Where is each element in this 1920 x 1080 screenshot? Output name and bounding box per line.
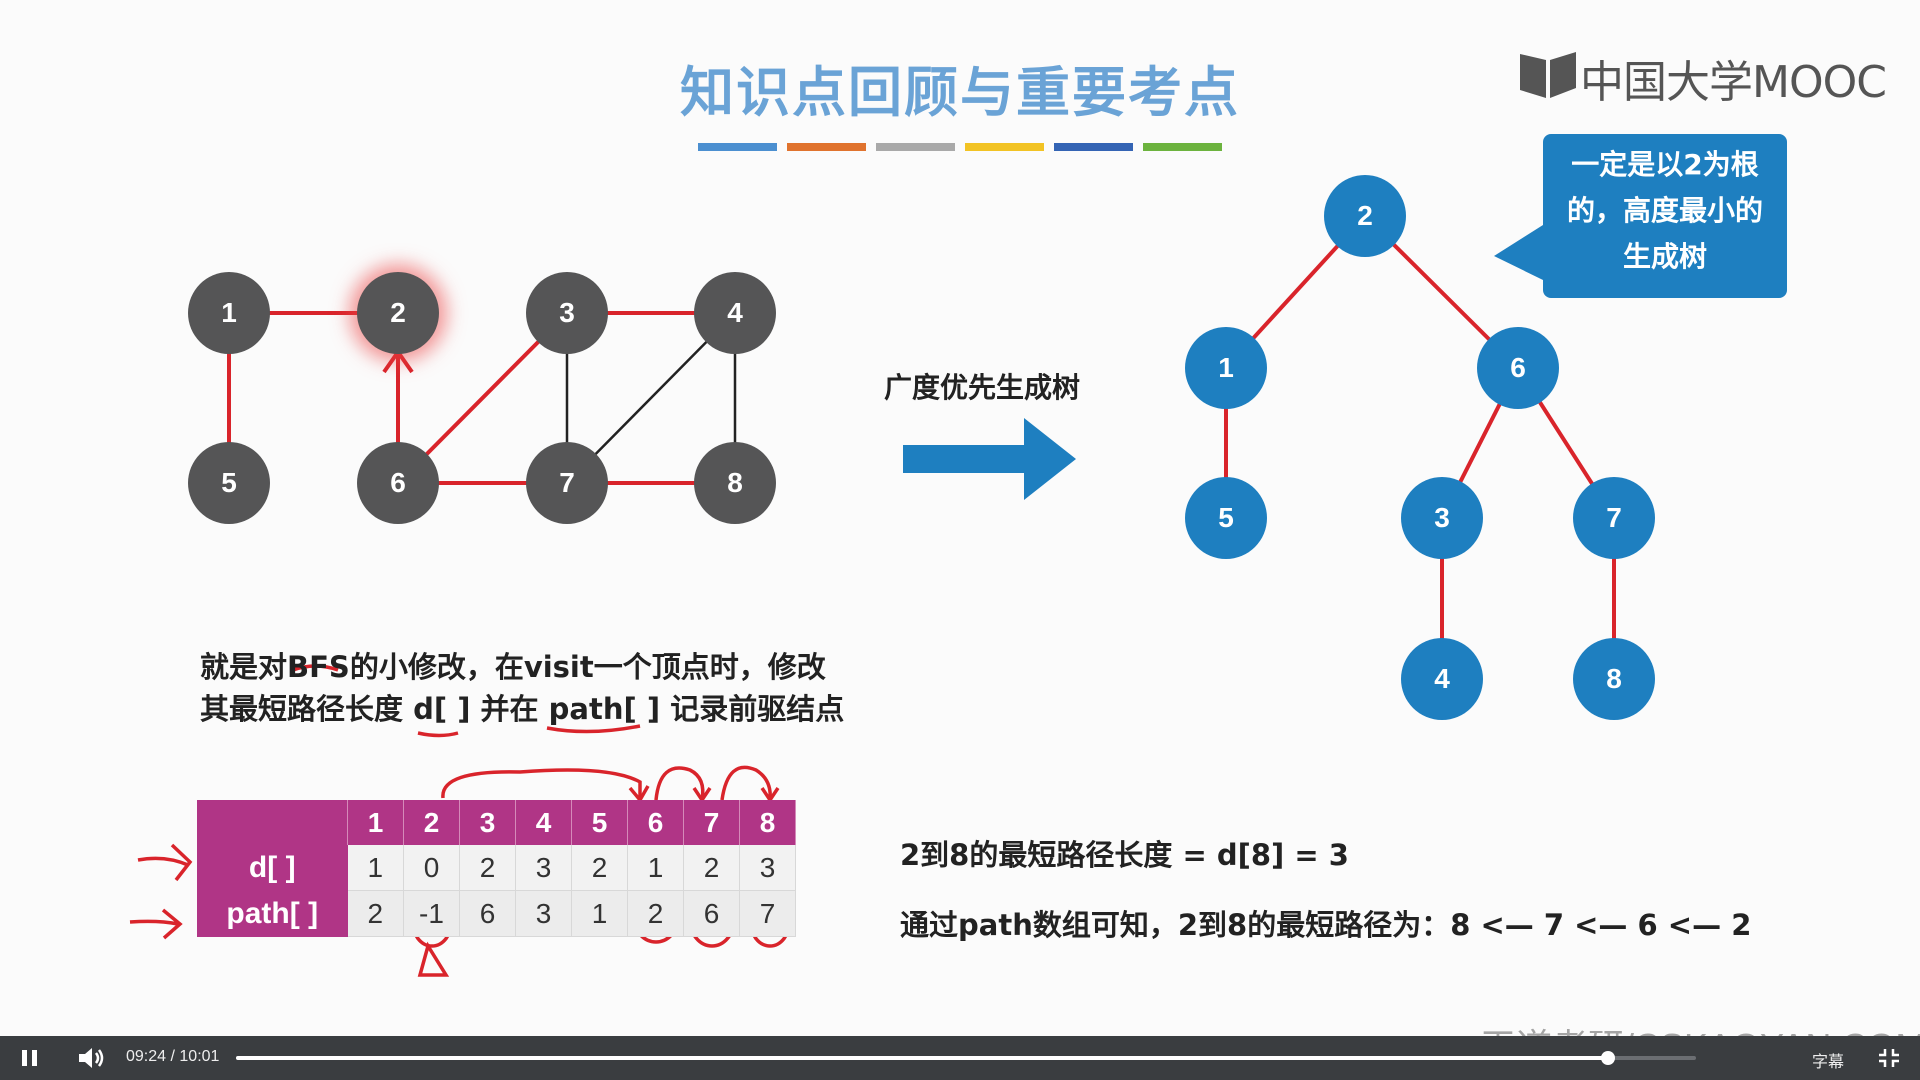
pause-icon[interactable] <box>18 1044 42 1072</box>
table-cell: 6 <box>683 890 740 937</box>
tree-node-5: 5 <box>1185 477 1267 559</box>
table-row-path: path[ ] 2 -1 6 3 1 2 6 7 <box>197 890 796 937</box>
progress-knob[interactable] <box>1601 1051 1616 1065</box>
progress-track[interactable] <box>236 1051 1696 1065</box>
table-cell: 1 <box>571 890 628 937</box>
exit-fullscreen-icon[interactable] <box>1876 1044 1902 1072</box>
table-cell: -1 <box>403 890 460 937</box>
table-header: 2 <box>403 800 460 845</box>
color-bar <box>876 143 955 151</box>
graph-node-7: 7 <box>526 442 608 524</box>
blue-arrow-icon <box>903 418 1076 500</box>
tree-node-1: 1 <box>1185 327 1267 409</box>
time-display: 09:24 / 10:01 <box>126 1048 219 1066</box>
book-icon <box>1520 52 1576 98</box>
graph-node-1: 1 <box>188 272 270 354</box>
volume-icon[interactable] <box>76 1044 106 1072</box>
note-line-2: 其最短路径长度 d[ ] 并在 path[ ] 记录前驱结点 <box>200 692 845 726</box>
note-line-1: 就是对BFS的小修改，在visit一个顶点时，修改 <box>200 644 826 686</box>
table-cell: 2 <box>571 845 628 891</box>
slide-title: 知识点回顾与重要考点 <box>680 61 1240 124</box>
graph-node-5: 5 <box>188 442 270 524</box>
table-cell: 2 <box>459 845 516 891</box>
table-cell: 2 <box>347 890 404 937</box>
table-header: 7 <box>683 800 740 845</box>
graph-node-8: 8 <box>694 442 776 524</box>
callout-pointer <box>1494 225 1543 280</box>
tree-node-3: 3 <box>1401 477 1483 559</box>
logo-text: 中国大学MOOC <box>1580 57 1887 108</box>
graph-node-3: 3 <box>526 272 608 354</box>
graph-node-2: 2 <box>357 272 439 354</box>
table-cell: 3 <box>739 845 796 891</box>
graph-node-6: 6 <box>357 442 439 524</box>
table-corner <box>197 800 348 845</box>
callout-line-3: 生成树 <box>1622 240 1707 273</box>
table-header: 8 <box>739 800 796 845</box>
mooc-logo: 中国大学MOOC <box>1518 46 1887 108</box>
current-time: 09:24 <box>126 1048 167 1065</box>
table-cell: 3 <box>515 845 572 891</box>
tree-node-7: 7 <box>1573 477 1655 559</box>
arrow-label: 广度优先生成树 <box>884 371 1081 404</box>
table-cell: 7 <box>739 890 796 937</box>
row-label-d: d[ ] <box>197 845 348 891</box>
color-bar <box>1054 143 1133 151</box>
table-header: 6 <box>627 800 684 845</box>
d-path-table: 1 2 3 4 5 6 7 8 d[ ] 1 0 2 3 2 1 2 3 pat… <box>197 800 796 937</box>
callout-line-2: 的，高度最小的 <box>1566 194 1763 227</box>
time-separator: / <box>170 1048 175 1065</box>
video-control-bar: 09:24 / 10:01 字幕 <box>0 1036 1920 1080</box>
result-line-1: 2到8的最短路径长度 = d[8] = 3 <box>900 838 1349 872</box>
note-bfs: BFS <box>287 650 350 684</box>
tree-node-2: 2 <box>1324 175 1406 257</box>
progress-played <box>236 1056 1609 1060</box>
watermark: 王道考研/CSKAOYAN.COM <box>1480 1018 1920 1036</box>
table-header: 3 <box>459 800 516 845</box>
table-cell: 3 <box>515 890 572 937</box>
slide: 知识点回顾与重要考点 中国大学MOOC <box>129 46 1920 1036</box>
table-cell: 1 <box>347 845 404 891</box>
tree-node-8: 8 <box>1573 638 1655 720</box>
callout-line-1: 一定是以2为根 <box>1571 148 1759 181</box>
callout-box: 一定是以2为根 的，高度最小的 生成树 <box>1543 134 1787 298</box>
red-edges <box>227 311 735 485</box>
table-header: 4 <box>515 800 572 845</box>
color-bar <box>698 143 777 151</box>
color-bar <box>787 143 866 151</box>
graph-node-4: 4 <box>694 272 776 354</box>
table-header-row: 1 2 3 4 5 6 7 8 <box>197 800 796 845</box>
table-header: 1 <box>347 800 404 845</box>
table-cell: 0 <box>403 845 460 891</box>
tree-node-4: 4 <box>1401 638 1483 720</box>
table-cell: 6 <box>459 890 516 937</box>
result-line-2: 通过path数组可知，2到8的最短路径为：8 <— 7 <— 6 <— 2 <box>900 908 1752 942</box>
table-cell: 2 <box>627 890 684 937</box>
subtitle-button[interactable]: 字幕 <box>1812 1054 1845 1071</box>
handwritten-underlines <box>292 664 641 738</box>
table-cell: 2 <box>683 845 740 891</box>
table-row-d: d[ ] 1 0 2 3 2 1 2 3 <box>197 845 796 891</box>
color-bar <box>965 143 1044 151</box>
row-label-path: path[ ] <box>197 890 348 937</box>
tree-node-6: 6 <box>1477 327 1559 409</box>
table-cell: 1 <box>627 845 684 891</box>
note-text-a: 就是对 <box>200 650 288 684</box>
table-header: 5 <box>571 800 628 845</box>
color-bar <box>1143 143 1222 151</box>
duration: 10:01 <box>179 1048 220 1065</box>
note-text-b: 的小修改，在visit一个顶点时，修改 <box>349 650 826 684</box>
